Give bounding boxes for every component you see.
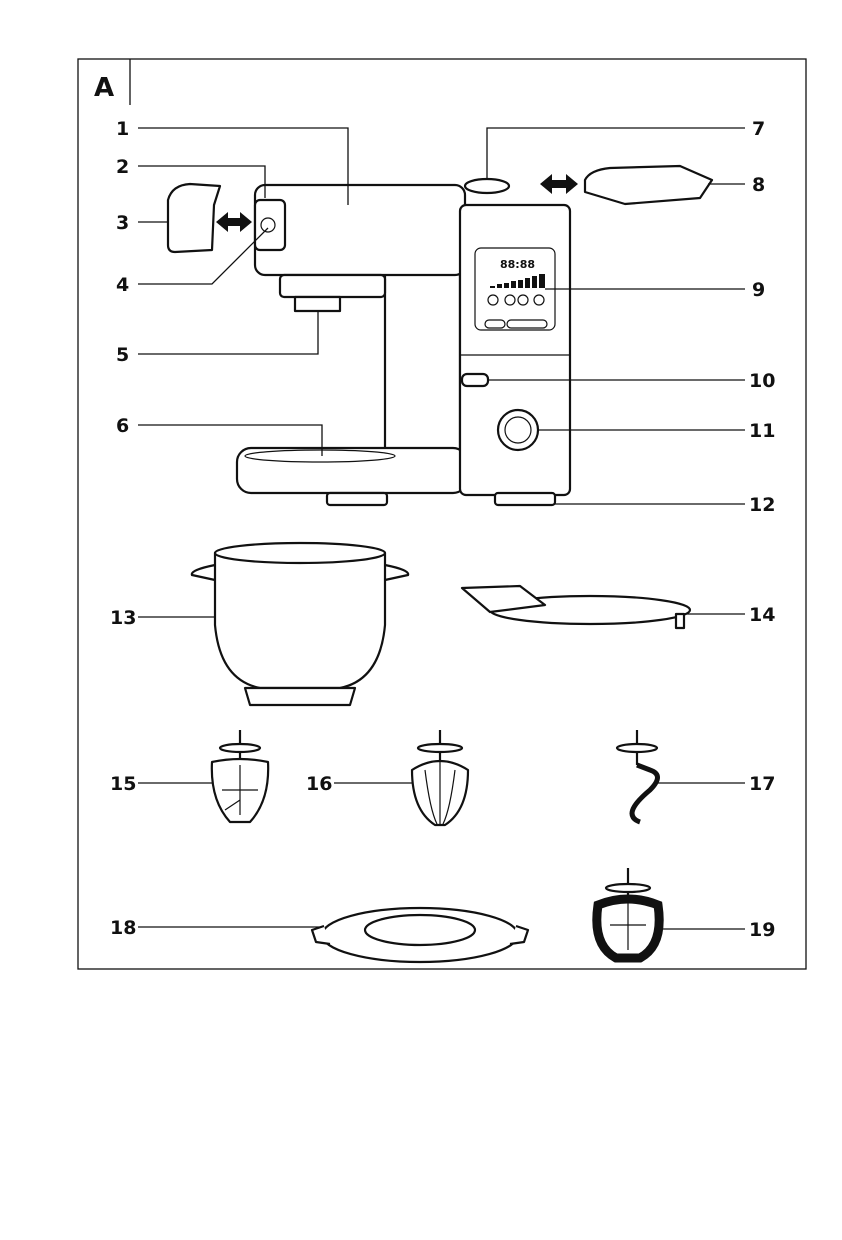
callout-16: 16 [306, 773, 332, 795]
callout-labels: 1 2 3 4 5 6 7 8 9 10 11 12 13 14 15 16 1… [110, 118, 775, 941]
figure-letter: A [94, 73, 114, 103]
callout-9: 9 [752, 279, 765, 301]
double-arrow-left [216, 212, 252, 232]
figure-frame [77, 58, 807, 970]
speed-bars [490, 274, 545, 288]
scraper-beater [592, 868, 664, 963]
speed-knob [496, 408, 540, 452]
mixing-bowl [190, 541, 410, 707]
callout-12: 12 [749, 494, 775, 516]
tool-socket [293, 295, 342, 313]
foot-right [493, 491, 557, 507]
callout-4: 4 [116, 274, 129, 296]
callout-13: 13 [110, 607, 136, 629]
front-cover-mount [253, 198, 287, 252]
callout-3: 3 [116, 212, 129, 234]
callout-18: 18 [110, 917, 136, 939]
balloon-whisk [410, 730, 470, 827]
motor-head [253, 183, 467, 277]
front-cover [166, 182, 222, 254]
callout-11: 11 [749, 420, 775, 442]
program-buttons [484, 294, 548, 329]
callout-2: 2 [116, 156, 129, 178]
callout-7: 7 [752, 118, 765, 140]
double-arrow-right [540, 174, 578, 194]
callout-8: 8 [752, 174, 765, 196]
base-plate [235, 446, 469, 495]
top-cover [583, 164, 714, 206]
head-underside [278, 273, 387, 299]
mixer-column [383, 268, 462, 462]
top-knob [463, 177, 511, 195]
leader-lines [138, 127, 745, 930]
stand-mixer: 88:88 [235, 177, 572, 507]
base-bowl-seat [244, 449, 396, 463]
callout-10: 10 [749, 370, 775, 392]
callout-17: 17 [749, 773, 775, 795]
callout-14: 14 [749, 604, 775, 626]
foot-left [325, 491, 389, 507]
dough-hook [615, 730, 660, 825]
splash-guard [460, 584, 692, 630]
head-release-lever [460, 372, 490, 388]
callout-1: 1 [116, 118, 129, 140]
timer-display: 88:88 [500, 258, 535, 271]
callout-19: 19 [749, 919, 775, 941]
callout-15: 15 [110, 773, 136, 795]
callout-5: 5 [116, 344, 129, 366]
callout-6: 6 [116, 415, 129, 437]
bowl-lid [310, 906, 530, 964]
flat-beater [210, 730, 270, 824]
